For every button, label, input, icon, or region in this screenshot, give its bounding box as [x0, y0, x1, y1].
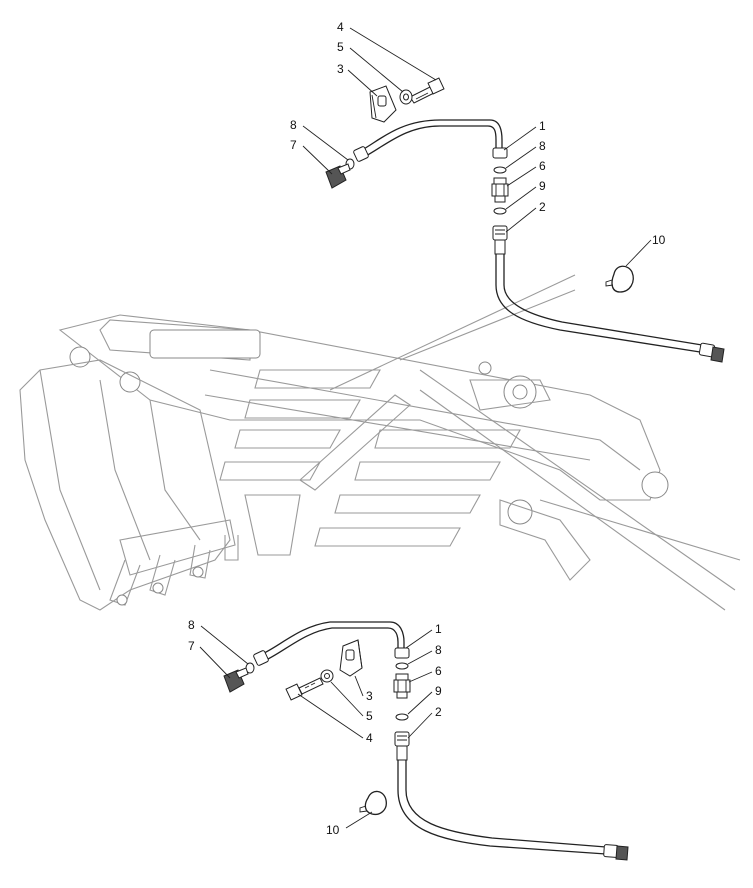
- backhoe-arm-outline: [58, 274, 741, 611]
- callout-7-upper: 7: [290, 138, 297, 152]
- upper-assembly: [325, 77, 725, 363]
- clamp-lower: [339, 639, 363, 677]
- callout-4-upper: 4: [337, 20, 344, 34]
- callout-2-lower: 2: [435, 705, 442, 719]
- oring-lower-9: [395, 713, 409, 721]
- oring-upper-right: [493, 166, 507, 174]
- callout-labels-upper: 4 5 3 8 7 1 8 6 9 2 10: [290, 20, 666, 247]
- callout-4-lower: 4: [366, 731, 373, 745]
- callout-10-upper: 10: [652, 233, 666, 247]
- flexible-hose-lower: [397, 760, 629, 861]
- hose-fitting-lower: [394, 731, 410, 761]
- callout-5-lower: 5: [366, 709, 373, 723]
- fitting-upper-left: [325, 163, 351, 189]
- callout-1-upper: 1: [539, 119, 546, 133]
- cable-tie-upper: [605, 265, 634, 293]
- adapter-upper: [491, 177, 509, 203]
- callout-5-upper: 5: [337, 40, 344, 54]
- washer-upper: [399, 89, 413, 105]
- lower-assembly: [223, 621, 629, 861]
- washer-lower: [320, 669, 334, 683]
- callout-2-upper: 2: [539, 200, 546, 214]
- rigid-pipe-upper: [353, 119, 508, 162]
- oring-upper-9: [493, 207, 507, 215]
- bolt-lower: [285, 677, 324, 701]
- adapter-lower: [393, 673, 411, 699]
- cable-tie-lower: [359, 790, 387, 816]
- leader-lines: [199, 27, 652, 829]
- callout-8-upper-right: 8: [539, 139, 546, 153]
- flexible-hose-upper: [495, 254, 725, 363]
- fitting-lower-left: [223, 667, 249, 693]
- callout-9-lower: 9: [435, 684, 442, 698]
- callout-8-upper-left: 8: [290, 118, 297, 132]
- rigid-pipe-lower: [253, 621, 410, 666]
- clamp-upper: [369, 85, 397, 123]
- callout-1-lower: 1: [435, 622, 442, 636]
- bucket-outline: [19, 359, 239, 611]
- callout-10-lower: 10: [326, 823, 340, 837]
- callout-3-lower: 3: [366, 689, 373, 703]
- callout-7-lower: 7: [188, 639, 195, 653]
- callout-8-lower-left: 8: [188, 618, 195, 632]
- callout-labels-lower: 8 7 1 8 6 9 2 3 5 4 10: [188, 618, 442, 837]
- watermark-logo: [219, 369, 521, 556]
- oring-lower-right: [395, 662, 409, 670]
- callout-6-lower: 6: [435, 664, 442, 678]
- callout-6-upper: 6: [539, 159, 546, 173]
- callout-8-lower-right: 8: [435, 643, 442, 657]
- hose-fitting-upper: [492, 225, 508, 255]
- bolt-upper: [409, 77, 445, 104]
- callout-3-upper: 3: [337, 62, 344, 76]
- callout-9-upper: 9: [539, 179, 546, 193]
